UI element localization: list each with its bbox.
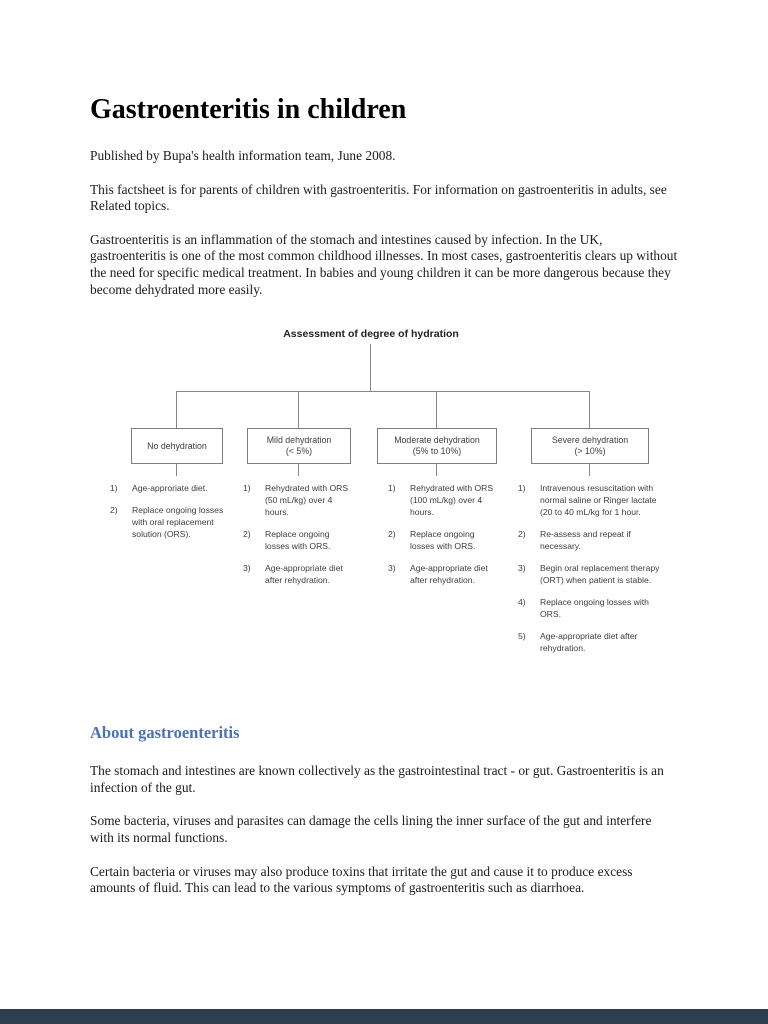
treatment-list-moderate: 1) Rehydrated with ORS (100 mL/kg) over … <box>388 482 496 596</box>
connector-stub-3 <box>436 462 437 477</box>
list-item-text: Re-assess and repeat if necessary. <box>540 529 631 552</box>
box-label: Mild dehydration <box>266 435 332 446</box>
list-item-text: Age-approriate diet. <box>132 483 208 494</box>
list-item: 1) Rehydrated with ORS (50 mL/kg) over 4… <box>243 482 349 518</box>
section-heading-about: About gastroenteritis <box>90 723 240 743</box>
connector-stub-1 <box>176 462 177 477</box>
list-item: 1) Rehydrated with ORS (100 mL/kg) over … <box>388 482 496 518</box>
list-item-text: Replace ongoing losses with ORS. <box>540 597 649 620</box>
list-item: 3) Age-appropriate diet after rehydratio… <box>388 562 496 586</box>
list-item-text: Intravenous resuscitation with normal sa… <box>540 483 657 518</box>
list-item: 2) Replace ongoing losses with oral repl… <box>110 504 230 540</box>
list-item: 2) Re-assess and repeat if necessary. <box>518 528 660 552</box>
paragraph-intro-1: This factsheet is for parents of childre… <box>90 181 667 214</box>
viewer-background-strip <box>0 1009 768 1024</box>
list-item-text: Rehydrated with ORS (100 mL/kg) over 4 h… <box>410 483 494 518</box>
list-item-text: Replace ongoing losses with ORS. <box>410 529 476 552</box>
paragraph-about-2: Some bacteria, viruses and parasites can… <box>90 813 652 845</box>
list-item: 3) Begin oral replacement therapy (ORT) … <box>518 562 660 586</box>
connector-line-drop-4 <box>589 391 590 429</box>
list-item-text: Age-appropriate diet after rehydration. <box>410 563 488 586</box>
list-item-number: 2) <box>243 529 251 540</box>
list-item: 5) Age-appropriate diet after rehydratio… <box>518 630 660 654</box>
list-item-text: Rehydrated with ORS (50 mL/kg) over 4 ho… <box>265 483 349 518</box>
list-item-number: 3) <box>388 563 396 574</box>
list-item: 1) Age-approriate diet. <box>110 482 230 494</box>
box-mild-dehydration: Mild dehydration (< 5%) <box>247 428 351 465</box>
box-label: Moderate dehydration <box>394 435 480 446</box>
list-item-text: Begin oral replacement therapy (ORT) whe… <box>540 563 660 586</box>
list-item-text: Age-appropriate diet after rehydration. <box>540 631 638 654</box>
box-label: Severe dehydration <box>551 435 629 446</box>
list-item: 2) Replace ongoing losses with ORS. <box>243 528 349 552</box>
connector-line-drop-3 <box>436 391 437 429</box>
treatment-list-mild: 1) Rehydrated with ORS (50 mL/kg) over 4… <box>243 482 349 596</box>
document-title: Gastroenteritis in children <box>90 94 407 125</box>
connector-line-drop-2 <box>298 391 299 429</box>
list-item-number: 2) <box>388 529 396 540</box>
connector-line-horizontal <box>176 391 589 393</box>
box-sublabel: (5% to 10%) <box>412 446 462 457</box>
paragraph-about-3: Certain bacteria or viruses may also pro… <box>90 863 633 896</box>
box-sublabel: (> 10%) <box>574 446 606 457</box>
list-item: 3) Age-appropriate diet after rehydratio… <box>243 562 349 586</box>
list-item-text: Age-appropriate diet after rehydration. <box>265 563 343 586</box>
connector-line-drop-1 <box>176 391 177 429</box>
box-sublabel: (< 5%) <box>285 446 313 457</box>
list-item: 2) Replace ongoing losses with ORS. <box>388 528 496 552</box>
list-item-number: 1) <box>110 483 118 494</box>
hydration-assessment-diagram: Assessment of degree of hydration No deh… <box>0 324 768 696</box>
list-item-number: 5) <box>518 631 526 642</box>
list-item-number: 1) <box>388 483 396 494</box>
list-item-number: 3) <box>518 563 526 574</box>
list-item-text: Replace ongoing losses with oral replace… <box>132 505 224 540</box>
treatment-list-no-dehydration: 1) Age-approriate diet. 2) Replace ongoi… <box>110 482 230 550</box>
treatment-list-severe: 1) Intravenous resuscitation with normal… <box>518 482 660 664</box>
connector-stub-4 <box>589 462 590 477</box>
paragraph-intro-2: Gastroenteritis is an inflammation of th… <box>90 231 678 297</box>
box-moderate-dehydration: Moderate dehydration (5% to 10%) <box>377 428 497 465</box>
list-item-number: 3) <box>243 563 251 574</box>
box-severe-dehydration: Severe dehydration (> 10%) <box>531 428 649 465</box>
list-item-number: 4) <box>518 597 526 608</box>
connector-stub-2 <box>298 462 299 477</box>
list-item-number: 2) <box>518 529 526 540</box>
document-content: Gastroenteritis in children Published by… <box>0 94 768 896</box>
list-item-number: 1) <box>518 483 526 494</box>
connector-line-root <box>370 344 371 392</box>
paragraph-published: Published by Bupa's health information t… <box>90 148 396 163</box>
paragraph-about-1: The stomach and intestines are known col… <box>90 763 664 795</box>
list-item: 1) Intravenous resuscitation with normal… <box>518 482 660 518</box>
box-label: No dehydration <box>147 440 207 451</box>
list-item-text: Replace ongoing losses with ORS. <box>265 529 331 552</box>
list-item-number: 1) <box>243 483 251 494</box>
list-item: 4) Replace ongoing losses with ORS. <box>518 596 660 620</box>
box-no-dehydration: No dehydration <box>131 428 223 465</box>
diagram-title: Assessment of degree of hydration <box>283 328 459 341</box>
list-item-number: 2) <box>110 505 118 516</box>
